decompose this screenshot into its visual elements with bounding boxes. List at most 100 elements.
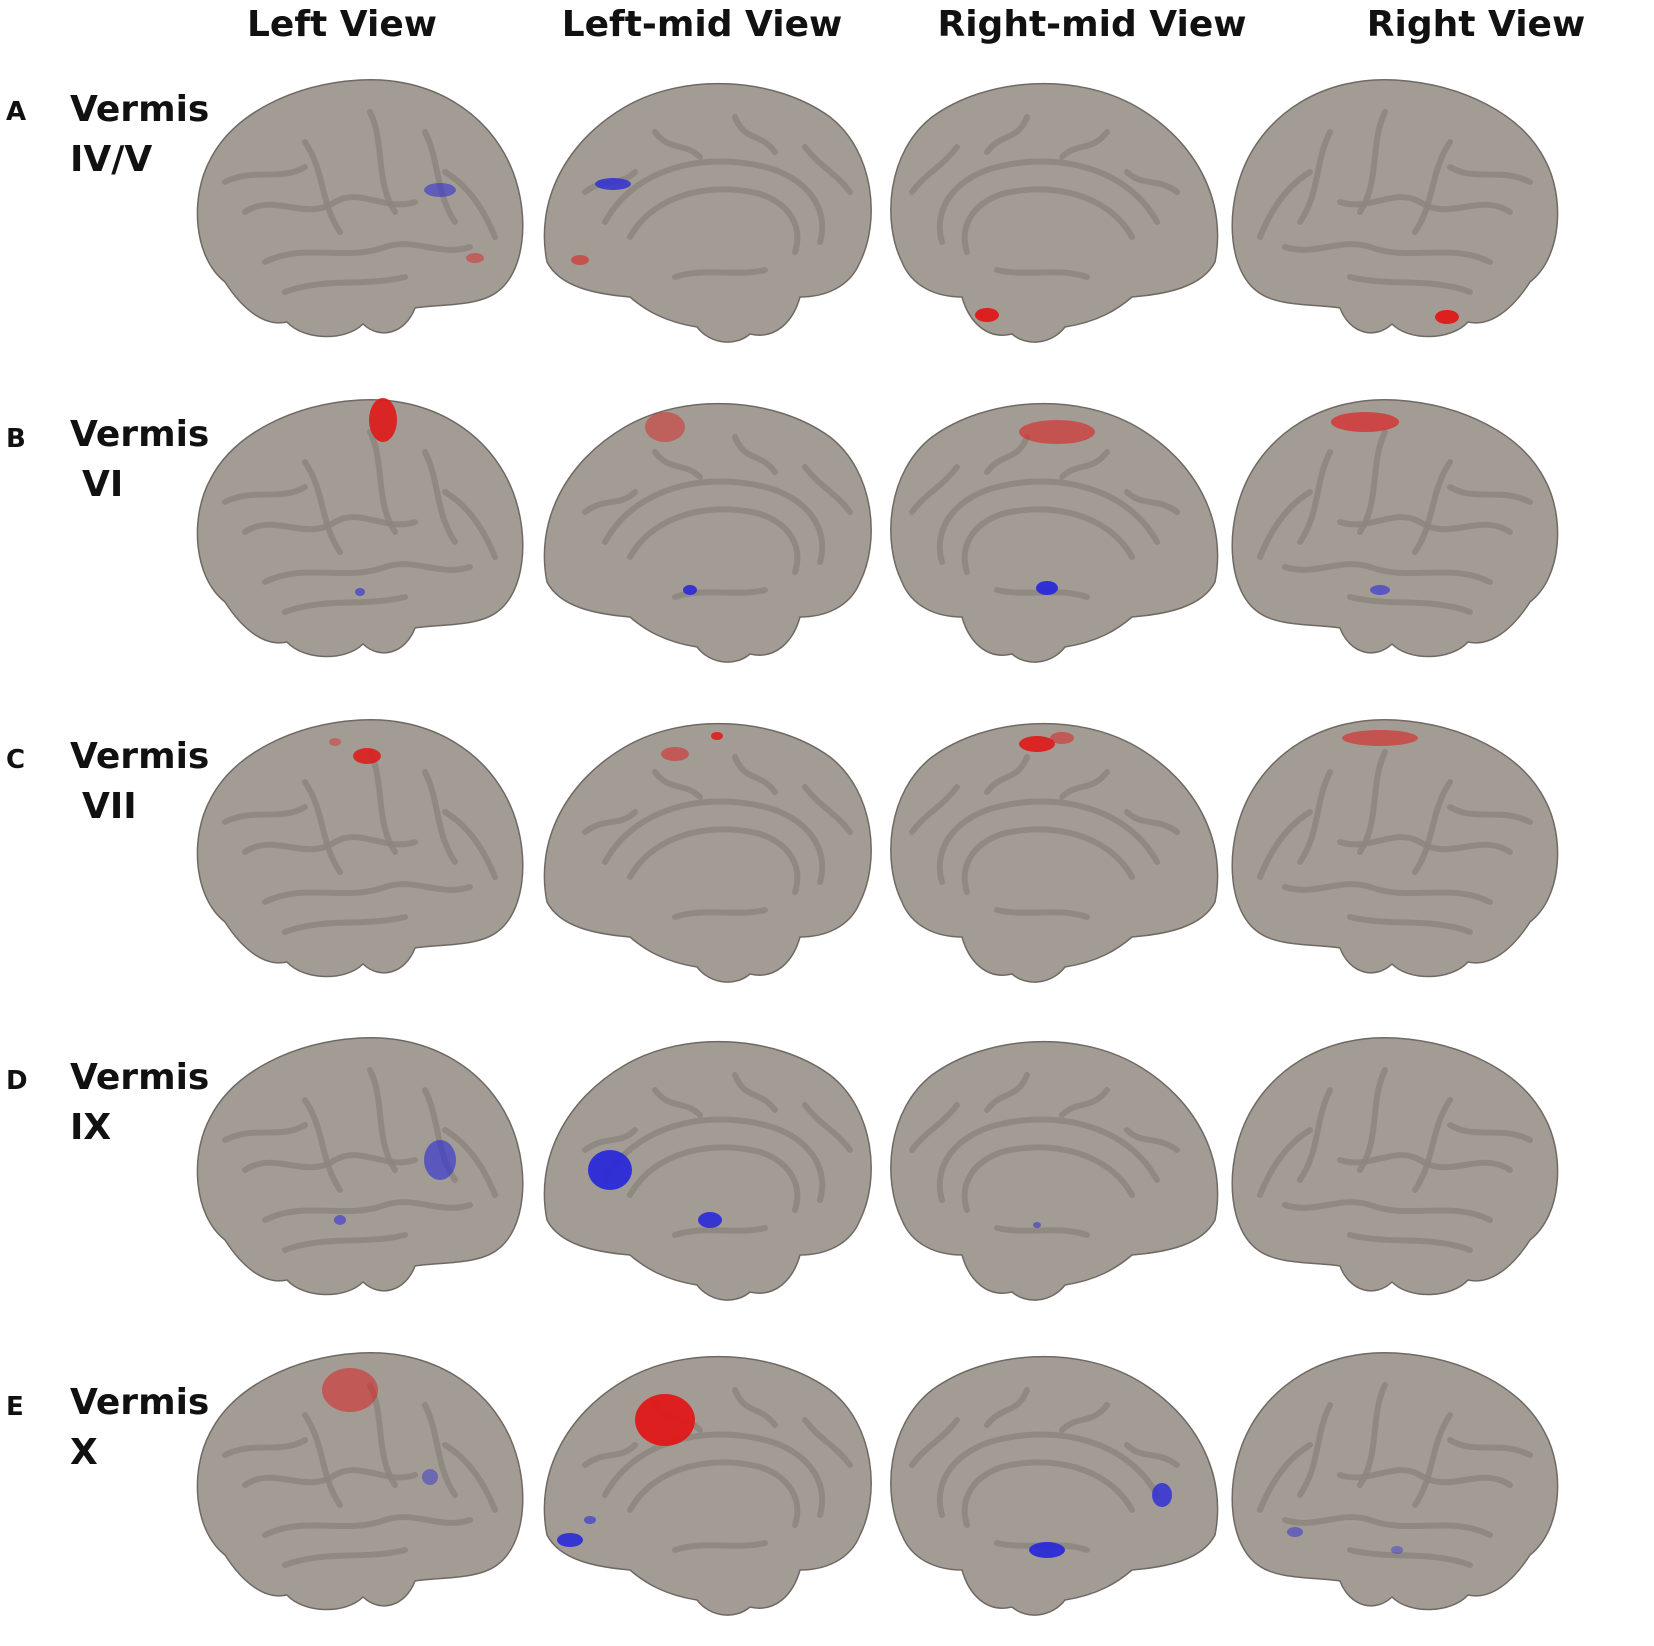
activation-cluster-negative (588, 1150, 632, 1190)
activation-cluster-negative (1391, 1546, 1403, 1554)
sulcus (262, 241, 473, 265)
sulcus (422, 769, 458, 865)
brain-surface (543, 402, 872, 663)
sulcus (802, 784, 853, 835)
sulcus (672, 267, 768, 280)
brain-left-view-row-d (196, 1036, 524, 1296)
sulcus (802, 464, 853, 515)
sulcus (367, 1067, 398, 1173)
brain-right-view-row-d (1231, 1036, 1559, 1296)
sulcus (961, 826, 1135, 895)
sulcus (1447, 484, 1533, 505)
brain-right-view-row-c (1231, 718, 1559, 978)
sulcus (302, 779, 343, 875)
activation-cluster-negative (334, 1215, 346, 1225)
brain-surface (196, 718, 524, 978)
sulcus (1124, 1442, 1180, 1468)
brain-left-view-row-a (196, 78, 524, 338)
brain-sulci (582, 114, 853, 280)
activation-cluster-positive (329, 738, 341, 746)
brain-sulci (1257, 1067, 1533, 1253)
activation-cluster-positive (1342, 730, 1418, 746)
sulcus (222, 484, 308, 505)
sulcus (984, 1072, 1030, 1113)
sulcus (1124, 489, 1180, 515)
row-label-e-line1: Vermis (70, 1382, 210, 1423)
brain-left-view-row-b (196, 398, 524, 658)
sulcus (602, 798, 826, 885)
sulcus (732, 1387, 778, 1428)
sulcus (627, 506, 801, 575)
sulcus (909, 1102, 960, 1153)
sulcus (262, 1514, 473, 1538)
brain-surface (196, 1351, 524, 1611)
sulcus (984, 754, 1030, 795)
sulcus (1412, 459, 1453, 555)
sulcus (282, 1547, 408, 1568)
row-letter-b: B (6, 424, 26, 454)
column-header-left-view: Left View (246, 4, 437, 45)
column-header-right-mid-view: Right-mid View (937, 4, 1247, 45)
sulcus (652, 769, 703, 800)
brain-right-view-row-e (1231, 1351, 1559, 1611)
activation-cluster-positive (322, 1368, 378, 1412)
sulcus (302, 459, 343, 555)
sulcus (732, 1072, 778, 1113)
brain-surface (890, 82, 1219, 343)
sulcus (582, 809, 638, 835)
sulcus (1282, 1514, 1493, 1538)
sulcus (936, 798, 1160, 885)
brain-sulci (909, 754, 1180, 920)
sulcus (652, 1087, 703, 1118)
activation-cluster-positive (369, 398, 397, 442)
sulcus (1124, 1127, 1180, 1153)
sulcus (1357, 749, 1388, 855)
sulcus (1257, 169, 1313, 240)
sulcus (422, 449, 458, 545)
brain-left-view-row-c (196, 718, 524, 978)
activation-cluster-positive (353, 748, 381, 764)
row-label-d-line1: Vermis (70, 1057, 210, 1098)
sulcus (1257, 809, 1313, 880)
sulcus (1257, 1442, 1313, 1513)
sulcus (936, 1431, 1160, 1518)
sulcus (582, 489, 638, 515)
sulcus (1297, 129, 1333, 225)
sulcus (602, 1431, 826, 1518)
sulcus (732, 434, 778, 475)
sulcus (909, 144, 960, 195)
row-letter-d: D (6, 1066, 28, 1096)
brain-sulci (222, 109, 498, 295)
sulcus (936, 158, 1160, 245)
sulcus (961, 186, 1135, 255)
sulcus (1447, 164, 1533, 185)
brain-left-mid-view-row-a (543, 82, 872, 343)
row-label-b-line1: Vermis (70, 414, 210, 455)
sulcus (222, 1437, 308, 1458)
brain-surface (196, 398, 524, 658)
brain-surface (1231, 398, 1559, 658)
brain-sulci (909, 114, 1180, 280)
activation-cluster-negative (1036, 581, 1058, 595)
sulcus (442, 489, 498, 560)
sulcus (442, 1442, 498, 1513)
activation-cluster-negative (557, 1533, 583, 1547)
sulcus (652, 449, 703, 480)
sulcus (1059, 769, 1110, 800)
sulcus (282, 274, 408, 295)
sulcus (652, 129, 703, 160)
sulcus (732, 754, 778, 795)
sulcus (302, 1412, 343, 1508)
activation-cluster-negative (1033, 1222, 1041, 1228)
sulcus (222, 164, 308, 185)
brain-left-view-row-e (196, 1351, 524, 1611)
row-label-b: Vermis VI (70, 410, 220, 510)
sulcus (1357, 1382, 1388, 1488)
sulcus (262, 1199, 473, 1223)
sulcus (582, 1127, 638, 1153)
column-header-right-view: Right View (1366, 4, 1586, 45)
brain-sulci (1257, 429, 1533, 615)
sulcus (602, 478, 826, 565)
brain-right-mid-view-row-e (890, 1355, 1219, 1616)
brain-surface (890, 1040, 1219, 1301)
